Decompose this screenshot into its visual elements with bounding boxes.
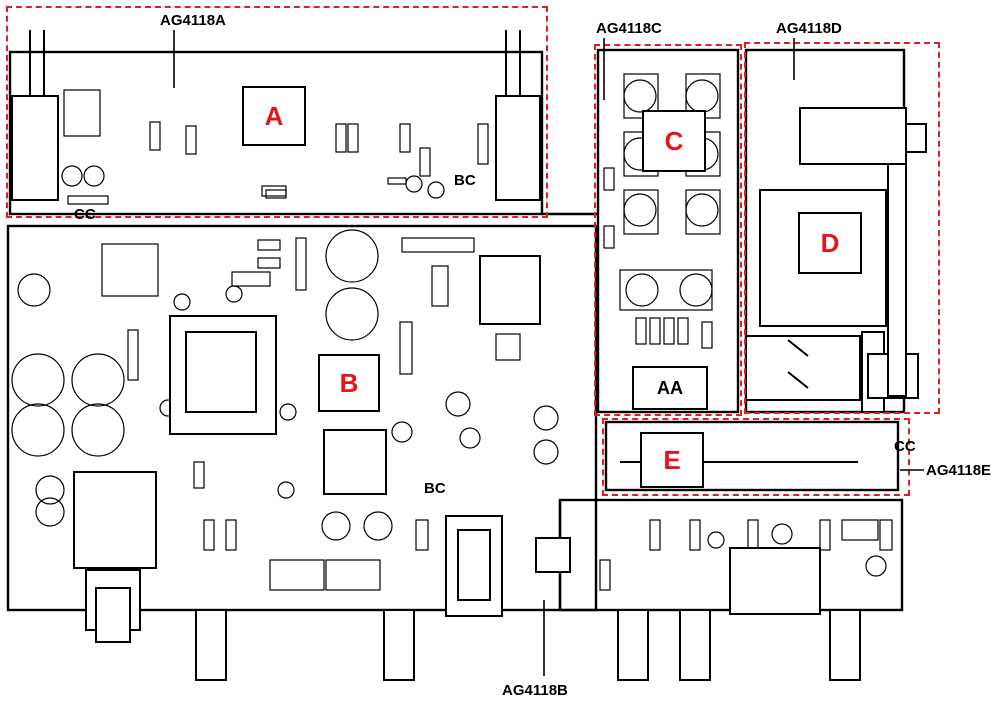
label-ag4118d: AG4118D [776, 20, 842, 37]
panel-e: E [640, 432, 704, 488]
section-outline-ag4118e [602, 418, 910, 496]
board-outline-e [604, 420, 900, 492]
tag-aa: AA [632, 366, 708, 410]
tag-bc-top: BC [454, 172, 476, 189]
label-ag4118c: AG4118C [596, 20, 662, 37]
front-controls [11, 95, 919, 681]
tag-bc-middle: BC [424, 480, 446, 497]
label-ag4118a: AG4118A [160, 12, 226, 29]
label-ag4118e: AG4118E [926, 462, 992, 479]
panel-b: B [318, 354, 380, 412]
label-ag4118b: AG4118B [502, 682, 568, 699]
board-outline-a [8, 50, 544, 216]
panel-d: D [798, 212, 862, 274]
board-outline-c [596, 48, 740, 414]
tag-cc-top: CC [74, 206, 96, 223]
panel-c: C [642, 110, 706, 172]
tag-cc-right: CC [894, 438, 916, 455]
section-outline-ag4118c [594, 44, 742, 416]
section-outline-ag4118d [744, 42, 940, 414]
board-outline-b [6, 224, 598, 612]
panel-a: A [242, 86, 306, 146]
section-outline-ag4118a [6, 6, 548, 218]
